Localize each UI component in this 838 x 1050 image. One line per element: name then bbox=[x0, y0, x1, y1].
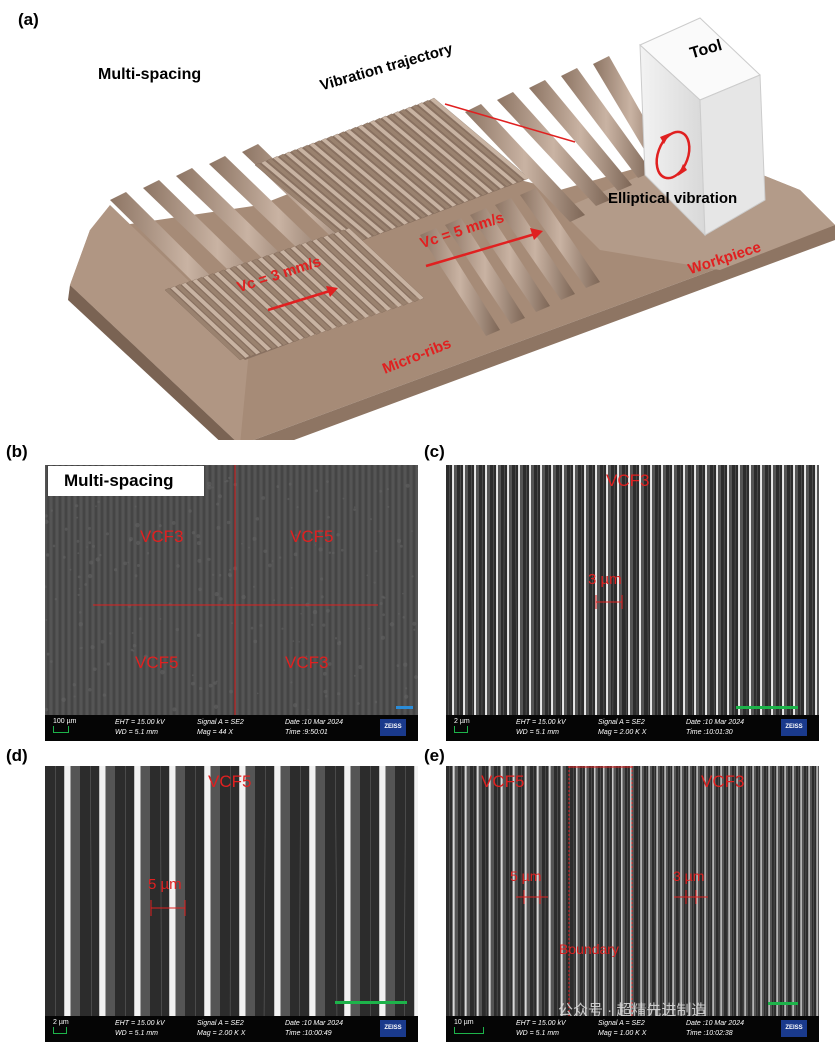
eht-text: EHT = 15.00 kV bbox=[115, 719, 165, 726]
wd-text: WD = 5.1 mm bbox=[516, 1030, 559, 1037]
tool bbox=[639, 17, 766, 237]
eht-text: EHT = 15.00 kV bbox=[115, 1020, 165, 1027]
scale-bar-icon bbox=[53, 726, 69, 733]
mag-text: Mag = 2.00 K X bbox=[197, 1030, 246, 1037]
time-text: Time :10:02:38 bbox=[686, 1030, 733, 1037]
measure-label-c: 3 µm bbox=[588, 571, 622, 588]
label-multi-spacing: Multi-spacing bbox=[98, 66, 202, 83]
fins-dense-top bbox=[254, 97, 530, 246]
sem-info-bar-b: 100 µm EHT = 15.00 kV WD = 5.1 mm Signal… bbox=[45, 715, 418, 741]
boundary-label: Boundary bbox=[559, 941, 619, 957]
fins-middle bbox=[420, 188, 600, 336]
zeiss-logo: ZEISS bbox=[380, 1020, 406, 1037]
mag-text: Mag = 2.00 K X bbox=[598, 729, 647, 736]
wd-text: WD = 5.1 mm bbox=[115, 1030, 158, 1037]
measure-label-e-left: 5 µm bbox=[510, 868, 542, 884]
date-text: Date :10 Mar 2024 bbox=[285, 1020, 343, 1027]
eht-text: EHT = 15.00 kV bbox=[516, 719, 566, 726]
zeiss-logo: ZEISS bbox=[380, 719, 406, 736]
watermark: 公众号 · 超精先进制造 bbox=[558, 1002, 707, 1019]
panel-e-label: (e) bbox=[424, 746, 445, 765]
measure-label-d: 5 µm bbox=[148, 876, 182, 893]
scale-text: 10 µm bbox=[454, 1019, 474, 1026]
wd-text: WD = 5.1 mm bbox=[115, 729, 158, 736]
wd-text: WD = 5.1 mm bbox=[516, 729, 559, 736]
fins-dense-bottom bbox=[164, 227, 425, 361]
region-label-d: VCF5 bbox=[208, 772, 252, 791]
schematic-illustration bbox=[68, 17, 835, 440]
trajectory-pointer-line bbox=[444, 103, 576, 143]
signal-text: Signal A = SE2 bbox=[197, 719, 244, 726]
sem-info-bar-d: 2 µm EHT = 15.00 kV WD = 5.1 mm Signal A… bbox=[45, 1016, 418, 1042]
scale-text: 2 µm bbox=[454, 718, 470, 725]
panel-b-label: (b) bbox=[6, 442, 28, 461]
scale-text: 2 µm bbox=[53, 1019, 69, 1026]
region-label-b2: VCF5 bbox=[290, 527, 334, 546]
signal-text: Signal A = SE2 bbox=[197, 1020, 244, 1027]
eht-text: EHT = 15.00 kV bbox=[516, 1020, 566, 1027]
panel-a-label: (a) bbox=[18, 10, 39, 29]
panel-d-label: (d) bbox=[6, 746, 28, 765]
label-elliptical-vibration: Elliptical vibration bbox=[608, 190, 738, 207]
region-label-e-right: VCF3 bbox=[701, 772, 745, 791]
multi-spacing-box: Multi-spacing bbox=[48, 466, 204, 496]
region-label-c: VCF3 bbox=[606, 471, 650, 490]
time-text: Time :10:00:49 bbox=[285, 1030, 332, 1037]
region-label-b4: VCF3 bbox=[285, 653, 329, 672]
scale-bar-icon bbox=[53, 1027, 67, 1034]
sem-info-bar-e: 10 µm EHT = 15.00 kV WD = 5.1 mm Signal … bbox=[446, 1016, 819, 1042]
sem-image-c: VCF3 3 µm 2 µm EHT = 15.00 kV WD = 5.1 m… bbox=[446, 465, 819, 741]
elliptical-trajectory-icon bbox=[655, 130, 691, 180]
region-label-e-left: VCF5 bbox=[481, 772, 525, 791]
date-text: Date :10 Mar 2024 bbox=[686, 1020, 744, 1027]
zeiss-logo: ZEISS bbox=[781, 1020, 807, 1037]
signal-text: Signal A = SE2 bbox=[598, 719, 645, 726]
time-text: Time :10:01:30 bbox=[686, 729, 733, 736]
velocity-arrow-5 bbox=[425, 228, 543, 268]
panel-c-label: (c) bbox=[424, 442, 445, 461]
region-label-b1: VCF3 bbox=[140, 527, 184, 546]
region-label-b3: VCF5 bbox=[135, 653, 179, 672]
mag-text: Mag = 1.00 K X bbox=[598, 1030, 647, 1037]
sem-image-b: VCF3 VCF5 VCF5 VCF3 100 µm EHT = 15.00 k… bbox=[45, 465, 418, 741]
date-text: Date :10 Mar 2024 bbox=[285, 719, 343, 726]
sem-image-e: VCF5 VCF3 5 µm 3 µm Boundary 公众号 · 超精先进制… bbox=[446, 766, 819, 1042]
zeiss-logo: ZEISS bbox=[781, 719, 807, 736]
sem-info-bar-c: 2 µm EHT = 15.00 kV WD = 5.1 mm Signal A… bbox=[446, 715, 819, 741]
date-text: Date :10 Mar 2024 bbox=[686, 719, 744, 726]
scale-text: 100 µm bbox=[53, 718, 77, 725]
scale-bar-icon bbox=[454, 1027, 484, 1034]
velocity-arrow-3 bbox=[267, 286, 338, 312]
mag-text: Mag = 44 X bbox=[197, 729, 233, 736]
scale-bar-icon bbox=[454, 726, 468, 733]
time-text: Time :9:50:01 bbox=[285, 729, 328, 736]
sem-image-d: VCF5 5 µm 2 µm EHT = 15.00 kV WD = 5.1 m… bbox=[45, 766, 418, 1042]
signal-text: Signal A = SE2 bbox=[598, 1020, 645, 1027]
measure-label-e-right: 3 µm bbox=[673, 868, 705, 884]
